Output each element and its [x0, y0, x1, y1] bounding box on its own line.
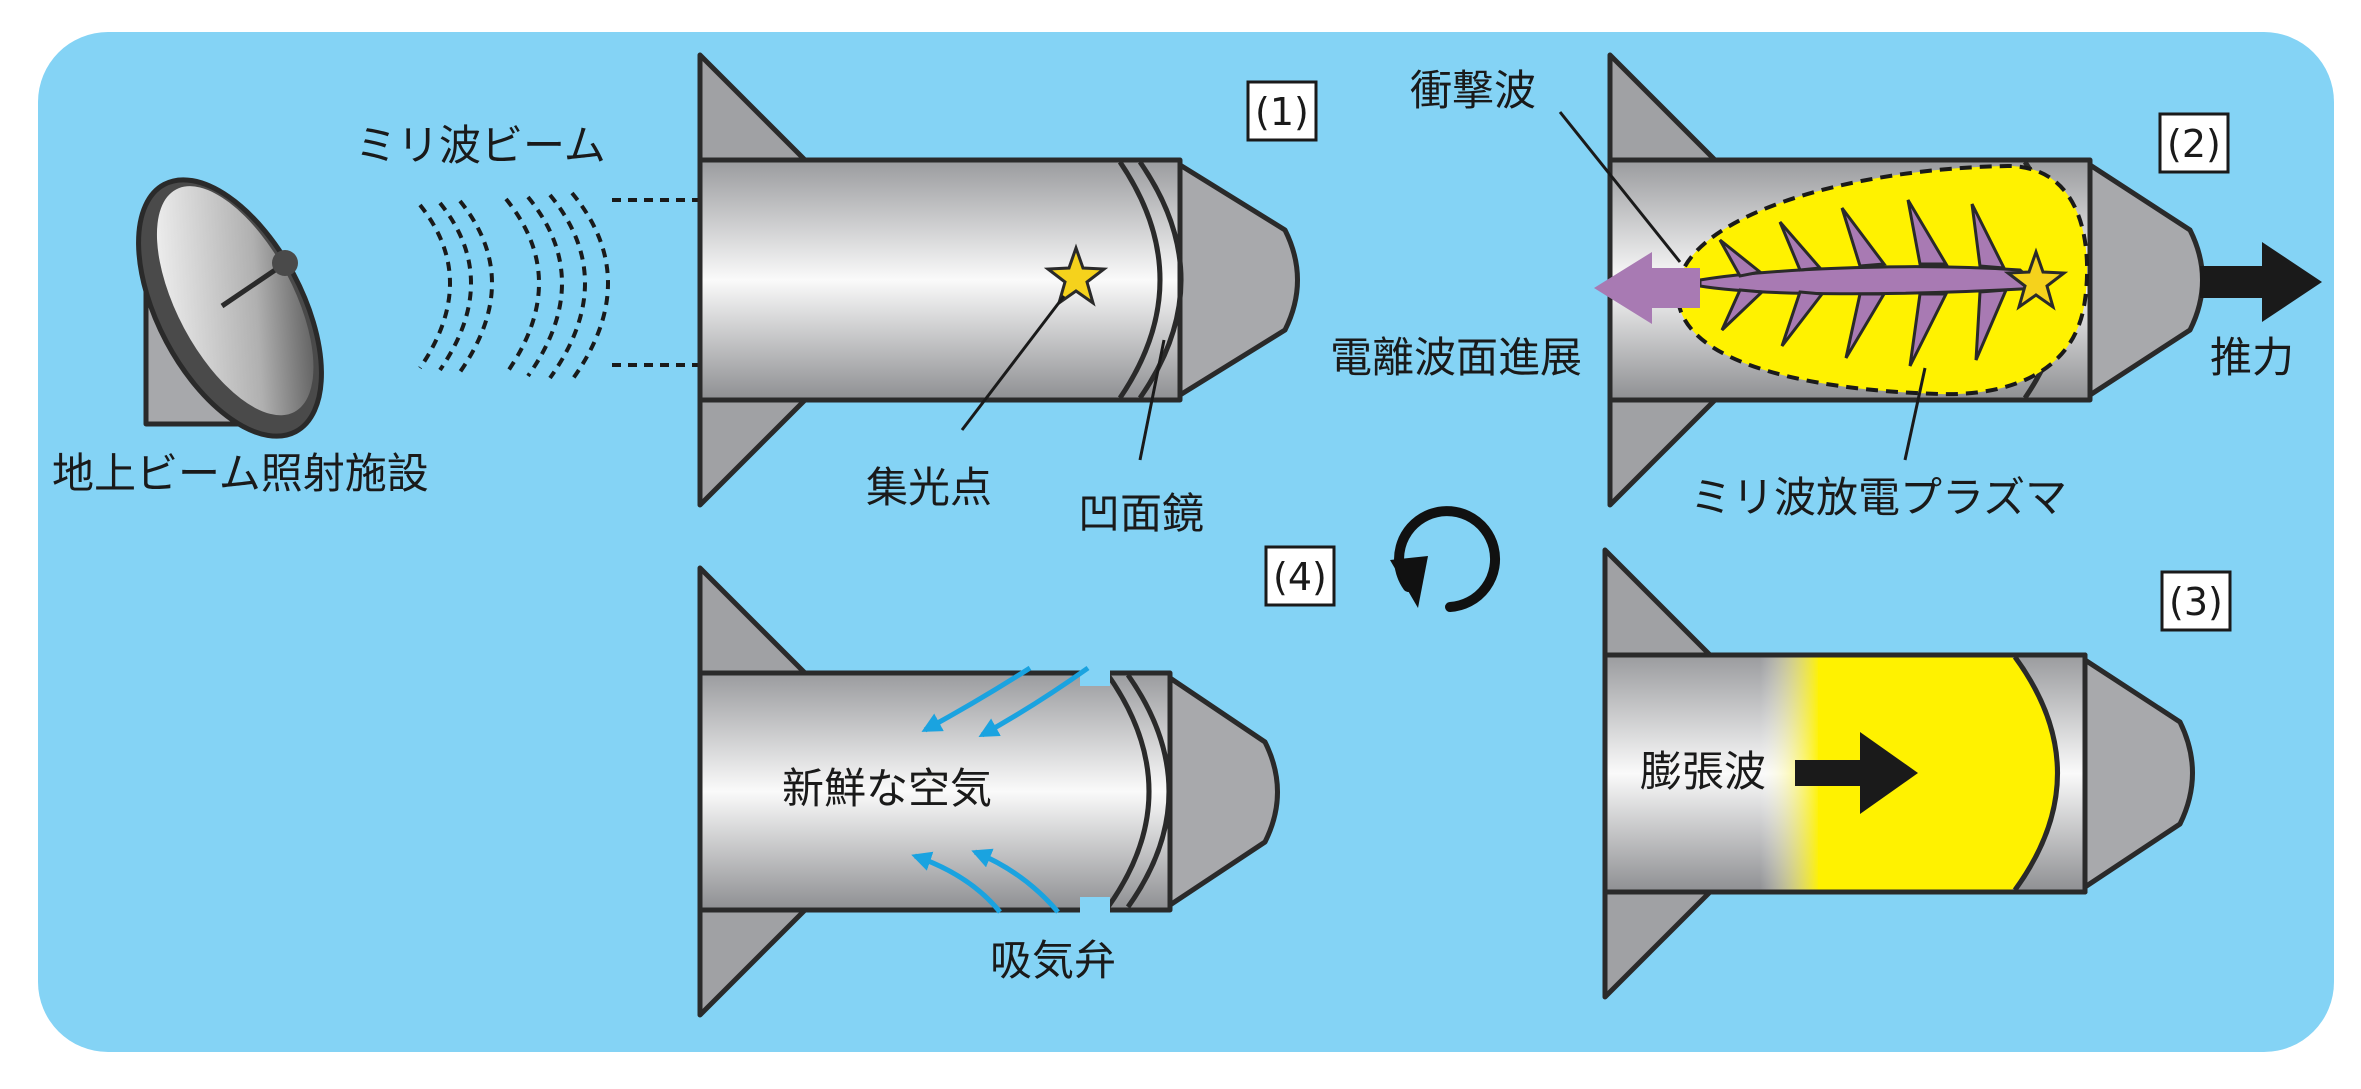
thrust-label: 推力: [2210, 333, 2294, 382]
step-3-box: [2160, 570, 2232, 632]
concave-mirror-label: 凹面鏡: [1078, 489, 1204, 538]
intake-arrows: [911, 665, 1090, 914]
thrust-arrow: [2200, 242, 2322, 322]
plasma-label: ミリ波放電プラズマ: [1690, 473, 2067, 522]
step-1-label: (1): [1255, 90, 1309, 134]
intake-valve-label: 吸気弁: [990, 936, 1116, 985]
expansion-wave-label: 膨張波: [1640, 747, 1766, 796]
rocket-stage-4: [697, 565, 1280, 1018]
plasma-leader: [1903, 367, 1927, 461]
star-icon: [1043, 243, 1109, 307]
plasma-filament: [1698, 199, 2044, 367]
step-4-label: (4): [1273, 555, 1327, 599]
shock-wave-leader: [1558, 111, 1682, 263]
focal-leader: [960, 295, 1066, 431]
ionization-arrow: [1594, 252, 1700, 324]
fresh-air-label: 新鮮な空気: [782, 764, 992, 813]
facility-label: 地上ビーム照射施設: [52, 449, 429, 498]
antenna-feed-arm: [220, 261, 286, 309]
focal-point-label: 集光点: [866, 463, 992, 512]
expansion-arrow: [1795, 732, 1918, 814]
ionization-front-label: 電離波面進展: [1330, 333, 1582, 382]
rocket-stage-1: [697, 52, 1300, 508]
shock-wave-label: 衝撃波: [1410, 66, 1536, 115]
cycle-arrow-icon: [1390, 506, 1500, 612]
step-4-box: [1264, 545, 1336, 607]
step-1-box: [1246, 80, 1318, 142]
step-3-label: (3): [2169, 580, 2223, 624]
satellite-dish-icon: [136, 177, 324, 439]
mirror-leader: [1138, 339, 1166, 461]
step-2-label: (2): [2167, 122, 2221, 166]
ground-facility: [136, 177, 324, 439]
plasma-star-icon: [2003, 247, 2069, 311]
step-2-box: [2158, 112, 2230, 174]
beam-label: ミリ波ビーム: [355, 121, 606, 170]
antenna-feed: [272, 250, 298, 276]
beam-waves: [418, 191, 610, 382]
